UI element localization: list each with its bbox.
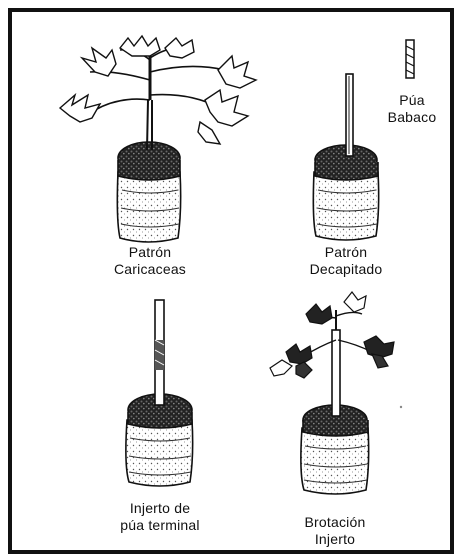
pot-injerto-pua [126, 394, 193, 486]
label-line1: Púa [380, 92, 444, 109]
sprouting-graft [270, 292, 394, 416]
plant-patron-caricaceas [60, 36, 256, 150]
label-injerto-pua: Injerto de púa terminal [105, 500, 215, 534]
label-line2: Babaco [380, 109, 444, 126]
label-line1: Injerto de [105, 500, 215, 517]
stem-decapitado [346, 74, 353, 156]
label-line2: Decapitado [296, 261, 396, 278]
label-brotacion: Brotación Injerto [285, 514, 385, 548]
label-line2: púa terminal [105, 517, 215, 534]
label-pua-babaco: Púa Babaco [380, 92, 444, 126]
pot-patron-decapitado [313, 145, 378, 240]
label-patron-decapitado: Patrón Decapitado [296, 244, 396, 278]
label-line2: Caricaceas [100, 261, 200, 278]
label-patron-caricaceas: Patrón Caricaceas [100, 244, 200, 278]
graft-stem-terminal [155, 300, 164, 405]
pot-brotacion [301, 405, 369, 494]
label-line1: Patrón [100, 244, 200, 261]
pot-patron-caricaceas [117, 142, 180, 242]
label-line1: Patrón [296, 244, 396, 261]
pua-babaco-scion [406, 40, 414, 78]
label-line2: Injerto [285, 531, 385, 548]
label-line1: Brotación [285, 514, 385, 531]
